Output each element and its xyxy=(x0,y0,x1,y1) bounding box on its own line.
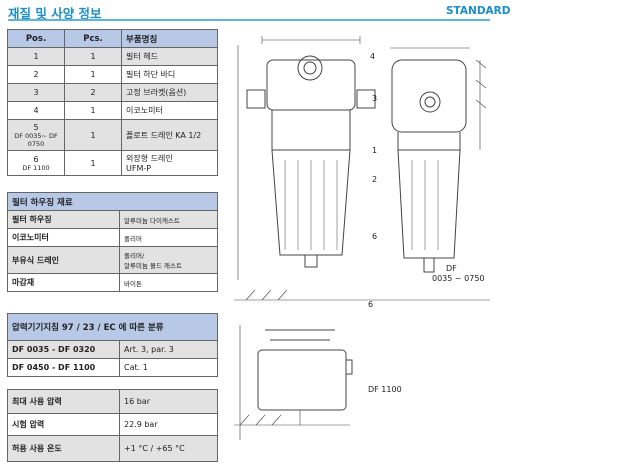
pos-model: DF 1100 xyxy=(22,163,50,172)
part-name: 이코노미터 xyxy=(121,101,218,120)
side-view-drawing xyxy=(390,47,487,273)
classification-title: 압력기기지침 97 / 23 / EC 에 따른 분류 xyxy=(7,313,218,341)
pcs: 1 xyxy=(64,101,122,120)
material-value-line1: 폴리머/ xyxy=(124,252,145,260)
pcs: 2 xyxy=(64,83,122,102)
col-name: 부품명칭 xyxy=(121,29,218,48)
model-label-df: DF xyxy=(446,264,457,273)
pos: 3 xyxy=(7,83,65,102)
spec-value: 16 bar xyxy=(119,389,218,414)
material-key: 필터 하우징 xyxy=(7,210,120,229)
part-name: 필터 하단 바디 xyxy=(121,65,218,84)
pcs: 1 xyxy=(64,65,122,84)
material-value: 폴리머 xyxy=(119,228,218,247)
table-row: 허용 사용 온도+1 °C / +65 °C xyxy=(7,435,218,462)
df1100-drawing xyxy=(234,325,353,440)
part-name-line1: 외장형 드레인 xyxy=(126,154,173,163)
col-pos: Pos. xyxy=(7,29,65,48)
pcs: 1 xyxy=(64,150,122,176)
col-pcs: Pcs. xyxy=(64,29,122,48)
model-label-range: 0035 ~ 0750 xyxy=(432,274,485,283)
callout-4: 4 xyxy=(370,52,376,61)
callout-6: 6 xyxy=(372,232,378,241)
material-value-line2: 알루미늄 몰드 캐스트 xyxy=(124,262,182,270)
part-name: 고정 브라켓(옵션) xyxy=(121,83,218,102)
part-name: 플로트 드레인 KA 1/2 xyxy=(121,119,218,151)
material-value: 알루미늄 다이캐스트 xyxy=(119,210,218,229)
pos-model: DF 0035~ DF 0750 xyxy=(14,131,58,148)
pos: 1 xyxy=(7,47,65,66)
callout-6-df1100: 6 xyxy=(368,300,374,309)
standard-badge: STANDARD xyxy=(446,5,511,17)
title-divider xyxy=(8,19,490,21)
pos: 2 xyxy=(7,65,65,84)
spec-value: 22.9 bar xyxy=(119,413,218,436)
pos-number: 6 xyxy=(33,154,39,164)
classification-table: 압력기기지침 97 / 23 / EC 에 따른 분류 DF 0035 - DF… xyxy=(7,313,218,377)
spec-value: +1 °C / +65 °C xyxy=(119,435,218,462)
classification-value: Cat. 1 xyxy=(119,358,218,377)
pcs: 1 xyxy=(64,47,122,66)
spec-key: 최대 사용 압력 xyxy=(7,389,120,414)
spec-key: 시험 압력 xyxy=(7,413,120,436)
pos-number: 5 xyxy=(33,122,39,132)
callout-2: 2 xyxy=(372,175,378,184)
model-range: DF 0450 - DF 1100 xyxy=(7,358,120,377)
front-view-drawing xyxy=(234,36,490,301)
materials-title: 필터 하우징 재료 xyxy=(7,192,218,211)
page-title: 재질 및 사양 정보 xyxy=(8,6,102,21)
pos: 4 xyxy=(7,101,65,120)
callout-3: 3 xyxy=(372,94,378,103)
part-name-line2: UFM-P xyxy=(126,164,152,173)
part-name: 필터 헤드 xyxy=(121,47,218,66)
filter-technical-drawing xyxy=(234,36,490,440)
model-range: DF 0035 - DF 0320 xyxy=(7,340,120,359)
spec-key: 허용 사용 온도 xyxy=(7,435,120,462)
material-key: 마감재 xyxy=(7,273,120,292)
material-value: 폴리머/알루미늄 몰드 캐스트 xyxy=(119,246,218,274)
material-value: 바이톤 xyxy=(119,273,218,292)
callout-1: 1 xyxy=(372,146,378,155)
classification-value: Art. 3, par. 3 xyxy=(119,340,218,359)
material-key: 부유식 드레인 xyxy=(7,246,120,274)
model-label-df1100: DF 1100 xyxy=(368,385,402,394)
pcs: 1 xyxy=(64,119,122,151)
material-key: 이코노미터 xyxy=(7,228,120,247)
